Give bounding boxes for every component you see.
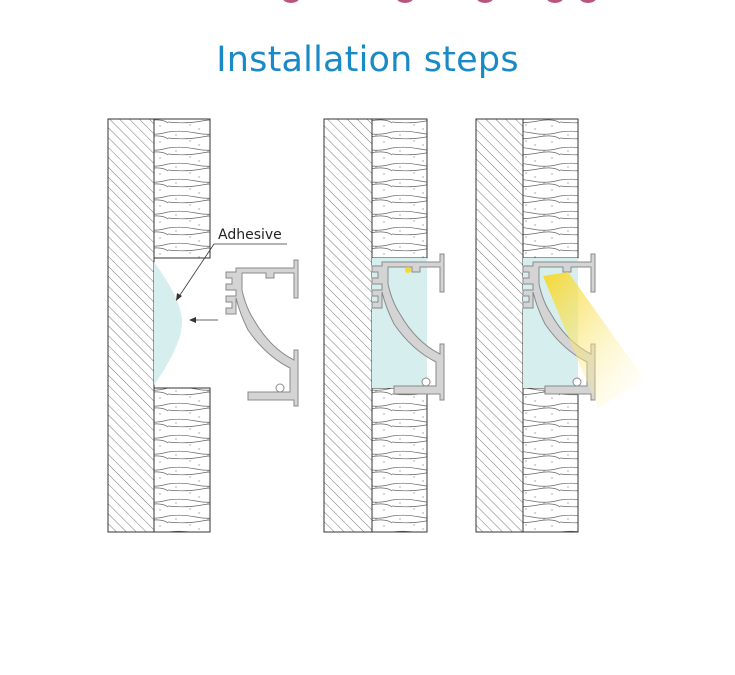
header-decoration xyxy=(580,0,596,3)
led-profile xyxy=(225,259,299,407)
page-title: Installation steps xyxy=(216,40,519,80)
plaster-board-top xyxy=(371,118,428,259)
light-beam xyxy=(543,272,645,408)
adhesive-label: Adhesive xyxy=(218,227,282,243)
concrete-wall xyxy=(107,118,155,533)
step-1-apply-adhesive: Adhesive xyxy=(107,118,299,533)
header-decoration xyxy=(547,0,563,3)
adhesive-leader-line xyxy=(177,243,215,299)
adhesive-bead xyxy=(154,262,182,385)
led-strip xyxy=(405,267,411,273)
plaster-board-top xyxy=(522,118,579,259)
concrete-wall xyxy=(475,118,524,533)
header-decoration xyxy=(283,0,299,3)
plaster-board-bottom xyxy=(522,387,579,533)
plaster-board-top xyxy=(153,118,211,259)
arrow-head-icon xyxy=(176,293,182,301)
header-decoration xyxy=(477,0,493,3)
plaster-board-bottom xyxy=(153,387,211,533)
step-3-light-on xyxy=(475,118,645,533)
plaster-board-bottom xyxy=(371,387,428,533)
step-2-insert-profile xyxy=(323,118,445,533)
header-decoration xyxy=(397,0,413,3)
concrete-wall xyxy=(323,118,373,533)
